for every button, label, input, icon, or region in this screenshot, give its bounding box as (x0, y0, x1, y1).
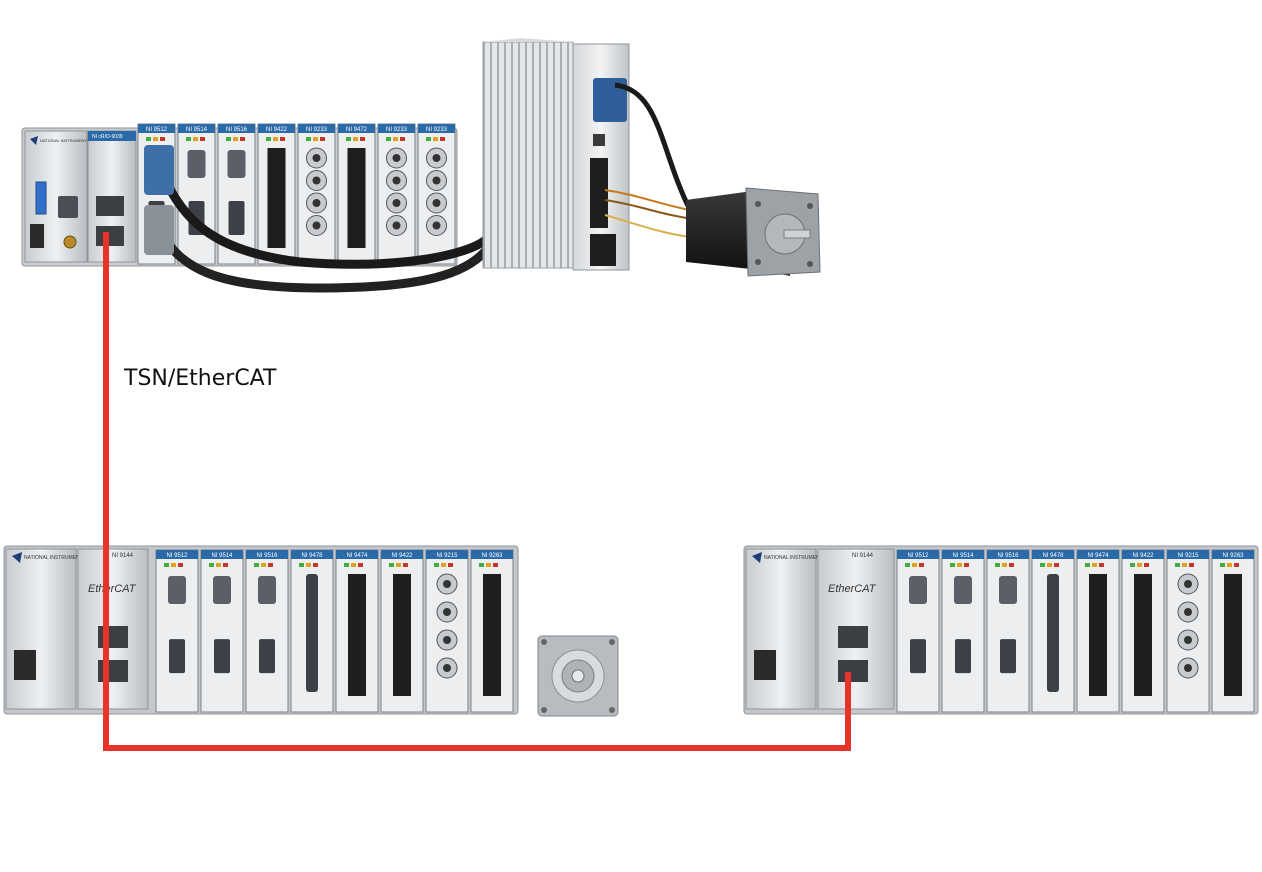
left-module-8: NI 9263 (470, 549, 514, 713)
module-label: NI 9215 (436, 553, 458, 559)
module-label: NI 9514 (952, 553, 974, 559)
chassis-right: NATIONAL INSTRUMENTS NI 9144 EtherCAT NI… (743, 545, 1259, 715)
ni-logo-icon (12, 552, 22, 563)
serial-port (58, 196, 78, 218)
module-label: NI 9263 (1222, 553, 1244, 559)
reset-button (63, 235, 77, 249)
module-label: NI 9516 (256, 553, 278, 559)
db-connector (593, 78, 627, 122)
rj-port (593, 134, 605, 146)
right-module-6: NI 9422 (1121, 549, 1165, 713)
drive-cable (614, 82, 693, 212)
right-module-8: NI 9263 (1211, 549, 1255, 713)
right-module-4: NI 9478 (1031, 549, 1075, 713)
module-label: NI 9516 (226, 127, 248, 133)
module-label: NI 9512 (166, 553, 188, 559)
right-module-3: NI 9516 (986, 549, 1030, 713)
module-label: NI 9233 (386, 127, 408, 133)
chassis-left: NATIONAL INSTRUMENTS NI 9144 EtherCAT NI… (3, 545, 519, 715)
module-label: NI 9215 (1177, 553, 1199, 559)
small-stepper-motor (537, 635, 619, 717)
expansion-model-label: NI 9144 (852, 553, 874, 559)
left-ethercat-module: NI 9144 EtherCAT (77, 548, 149, 710)
module-label: NI 9512 (146, 127, 168, 133)
ethernet-port-2 (96, 226, 124, 246)
module-label: NI 9474 (1087, 553, 1109, 559)
right-module-5: NI 9474 (1076, 549, 1120, 713)
brand-label: NATIONAL INSTRUMENTS (40, 138, 90, 143)
left-module-1: NI 9512 (155, 549, 199, 713)
brand-label: NATIONAL INSTRUMENTS (764, 555, 827, 561)
ethercat-in-port (838, 626, 868, 648)
ni-logo-icon (752, 552, 762, 563)
left-module-2: NI 9514 (200, 549, 244, 713)
power-terminal (590, 234, 616, 266)
stepper-motor (686, 187, 821, 277)
power-connector (30, 224, 44, 248)
module-label: NI 9512 (907, 553, 929, 559)
power-connector (14, 650, 36, 680)
ethercat-logo: EtherCAT (88, 583, 137, 595)
brand-label: NATIONAL INSTRUMENTS (24, 555, 87, 561)
top-module-6: NI 9472 (337, 123, 376, 265)
top-module-5: NI 9233 (297, 123, 336, 265)
expansion-model-label: NI 9144 (112, 553, 134, 559)
module-label: NI 9472 (346, 127, 368, 133)
left-module-4: NI 9478 (290, 549, 334, 713)
right-module-2: NI 9514 (941, 549, 985, 713)
module-label: NI 9422 (391, 553, 413, 559)
motion-connector-2 (144, 205, 174, 255)
power-connector (754, 650, 776, 680)
ni-logo-icon (30, 136, 38, 145)
module-label: NI 9478 (1042, 553, 1064, 559)
top-module-4: NI 9422 (257, 123, 296, 265)
module-label: NI 9422 (1132, 553, 1154, 559)
ethercat-logo: EtherCAT (828, 583, 877, 595)
top-module-2: NI 9514 (177, 123, 216, 265)
ethercat-out-port (98, 660, 128, 682)
module-label: NI 9233 (306, 127, 328, 133)
module-label: NI 9514 (211, 553, 233, 559)
left-module-3: NI 9516 (245, 549, 289, 713)
motion-connector-1 (144, 145, 174, 195)
left-module-6: NI 9422 (380, 549, 424, 713)
right-module-1: NI 9512 (896, 549, 940, 713)
module-label: NI 9233 (426, 127, 448, 133)
ethercat-out-port (838, 660, 868, 682)
top-module-8: NI 9233 (417, 123, 456, 265)
ethercat-in-port (98, 626, 128, 648)
ethernet-port-1 (96, 196, 124, 216)
top-module-7: NI 9233 (377, 123, 416, 265)
module-label: NI 9263 (481, 553, 503, 559)
stepper-drive (482, 38, 701, 271)
module-label: NI 9474 (346, 553, 368, 559)
chassis-top: NATIONAL INSTRUMENTS NI cRIO-9039 NI 951… (21, 123, 494, 293)
right-module-row: NI 9512 NI 9514 NI 9516 NI 9478 NI 9474 NI 94… (896, 549, 1255, 713)
dip-switch (35, 181, 47, 215)
left-module-5: NI 9474 (335, 549, 379, 713)
module-label: NI 9514 (186, 127, 208, 133)
controller-model-label: NI cRIO-9039 (92, 134, 123, 140)
module-label: NI 9516 (997, 553, 1019, 559)
controller-ethernet-module: NI cRIO-9039 (87, 130, 137, 263)
motion-cable-1 (155, 167, 492, 269)
module-label: NI 9422 (266, 127, 288, 133)
left-power-panel: NATIONAL INSTRUMENTS (5, 548, 87, 710)
left-module-row: NI 9512 NI 9514 NI 9516 NI 9478 NI 9474 NI 94… (155, 549, 514, 713)
motion-cable-2 (155, 227, 494, 293)
right-module-7: NI 9215 (1166, 549, 1210, 713)
connection-label: TSN/EtherCAT (124, 366, 277, 391)
right-ethercat-module: NI 9144 EtherCAT (817, 548, 895, 710)
module-label: NI 9478 (301, 553, 323, 559)
left-module-7: NI 9215 (425, 549, 469, 713)
right-power-panel: NATIONAL INSTRUMENTS (745, 548, 827, 710)
terminal-block (590, 158, 608, 228)
tsn-ethercat-cable (103, 232, 851, 751)
controller-module: NATIONAL INSTRUMENTS (24, 130, 90, 263)
top-module-row: NI 9512 NI 9514 NI 9516 NI 9422 NI 9233 NI 94… (137, 123, 456, 265)
top-module-3: NI 9516 (217, 123, 256, 265)
